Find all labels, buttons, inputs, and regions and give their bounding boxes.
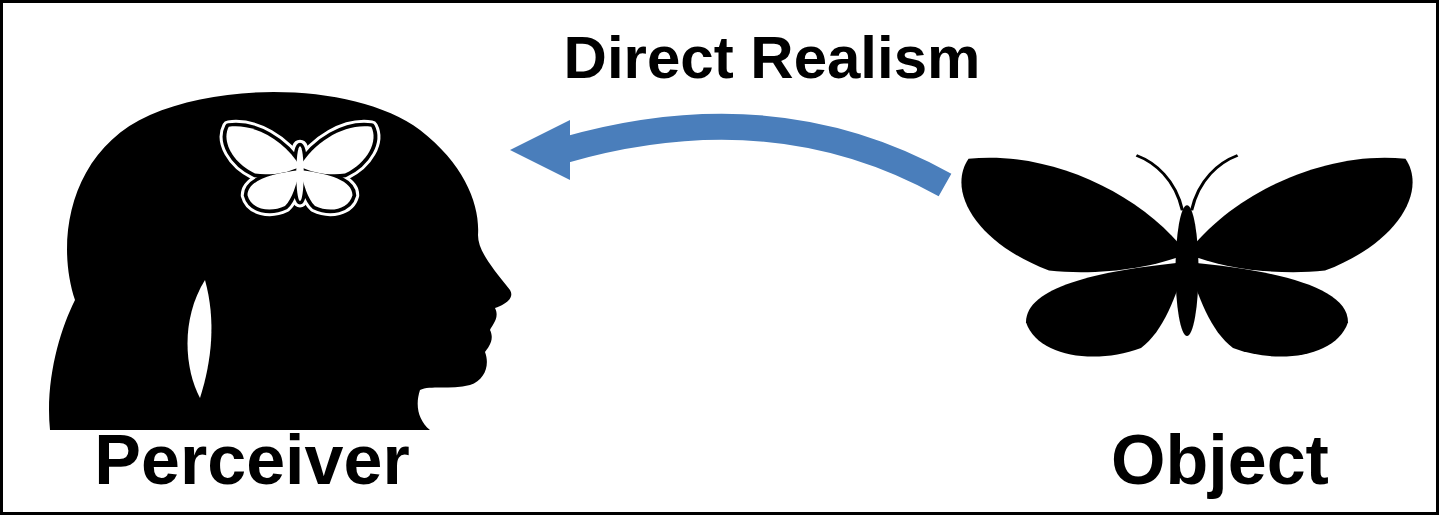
diagram-title: Direct Realism: [472, 22, 1072, 94]
curved-arrow: [565, 127, 945, 185]
node-label: Object: [1020, 420, 1420, 501]
head-silhouette: [49, 92, 511, 430]
object-node: Object: [945, 140, 1425, 515]
arrow-head: [510, 120, 570, 180]
perceiver-node: Perceiver: [40, 90, 510, 515]
butterfly-object: [961, 155, 1412, 356]
thought-butterfly: [226, 126, 373, 209]
node-label: Perceiver: [40, 420, 464, 501]
